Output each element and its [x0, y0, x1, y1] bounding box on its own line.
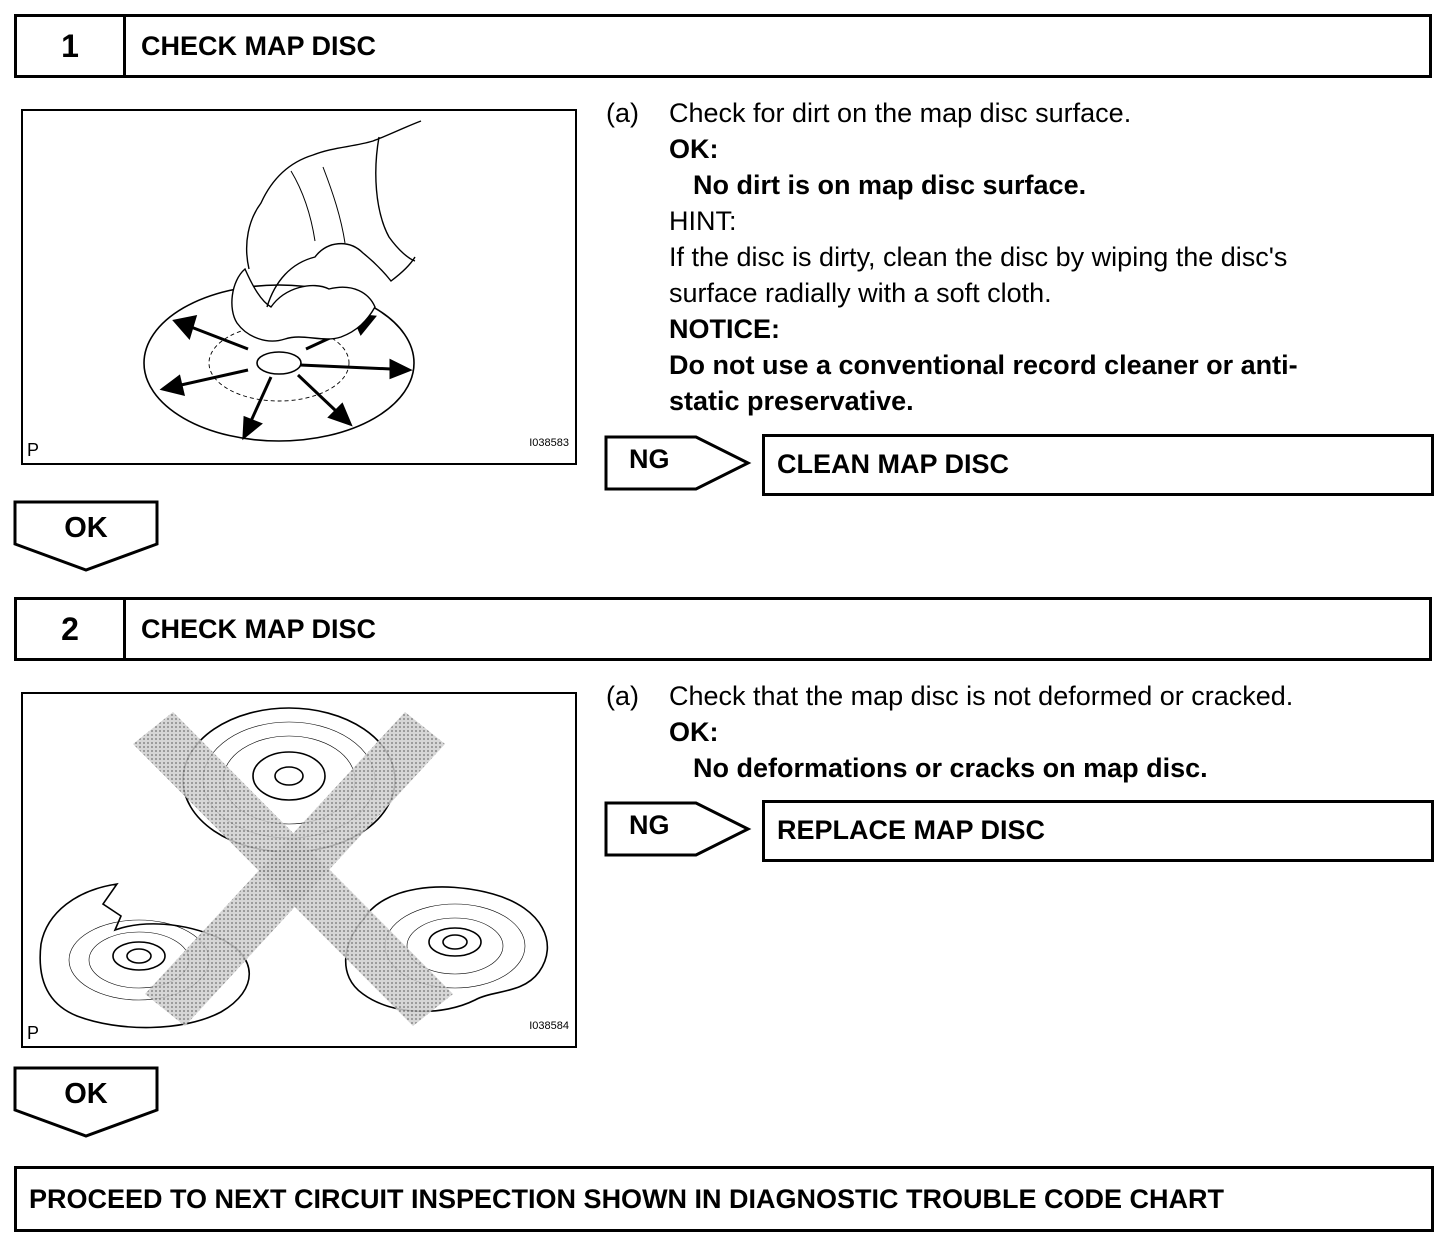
- step-1-number: 1: [17, 17, 126, 75]
- step-2-ng-arrow: NG: [604, 800, 754, 863]
- step-2-header: 2 CHECK MAP DISC: [14, 597, 1432, 661]
- figure-corner-mark: P: [27, 440, 40, 460]
- step-2-ok-text: No deformations or cracks on map disc.: [693, 753, 1208, 783]
- step-1-ok-text: No dirt is on map disc surface.: [693, 170, 1087, 200]
- step-2-ok-arrow: OK: [13, 1066, 161, 1145]
- step-1-ok-label: OK:: [669, 134, 719, 164]
- step-1-ok-next-label: OK: [64, 512, 108, 544]
- ok-down-arrow-icon: [13, 500, 159, 572]
- disc-wiping-illustration: [143, 120, 422, 442]
- damaged-disc-illustration: [39, 707, 549, 1029]
- step-2-instruction: Check that the map disc is not deformed …: [669, 681, 1294, 711]
- step-1-notice-line-1: Do not use a conventional record cleaner…: [669, 350, 1298, 380]
- step-1-ng-arrow: NG: [604, 434, 754, 497]
- step-2-ng-label: NG: [629, 810, 670, 840]
- step-2-item-label: (a): [606, 681, 639, 711]
- ng-arrow-icon: [604, 435, 752, 491]
- figure-corner-mark: P: [27, 1023, 40, 1043]
- step-1-ok-arrow: OK: [13, 500, 161, 579]
- step-1-instruction: Check for dirt on the map disc surface.: [669, 98, 1132, 128]
- figure-code: I038584: [529, 1020, 569, 1032]
- step-1-header: 1 CHECK MAP DISC: [14, 14, 1432, 78]
- step-1-hint-label: HINT:: [669, 206, 737, 236]
- step-1-figure-disc-cleaning: P I038583: [21, 109, 577, 465]
- step-1-ng-label: NG: [629, 444, 670, 474]
- final-action-box: PROCEED TO NEXT CIRCUIT INSPECTION SHOWN…: [14, 1166, 1434, 1232]
- step-2-title: CHECK MAP DISC: [141, 614, 377, 644]
- step-1-notice-label: NOTICE:: [669, 314, 780, 344]
- step-1-title: CHECK MAP DISC: [141, 31, 377, 61]
- step-1-notice-line-2: static preservative.: [669, 386, 914, 416]
- step-2-ok-next-label: OK: [64, 1078, 108, 1110]
- step-2-figure-damaged-discs: P I038584: [21, 692, 577, 1048]
- step-1-hint-line-2: surface radially with a soft cloth.: [669, 278, 1052, 308]
- step-2-ng-action: REPLACE MAP DISC: [762, 800, 1434, 862]
- step-2-ok-label: OK:: [669, 717, 719, 747]
- figure-code: I038583: [529, 437, 569, 449]
- step-1-hint-line-1: If the disc is dirty, clean the disc by …: [669, 242, 1288, 272]
- step-1-ng-action: CLEAN MAP DISC: [762, 434, 1434, 496]
- ok-down-arrow-icon: [13, 1066, 159, 1138]
- ng-arrow-icon: [604, 801, 752, 857]
- step-2-number: 2: [17, 600, 126, 658]
- step-1-item-label: (a): [606, 98, 639, 128]
